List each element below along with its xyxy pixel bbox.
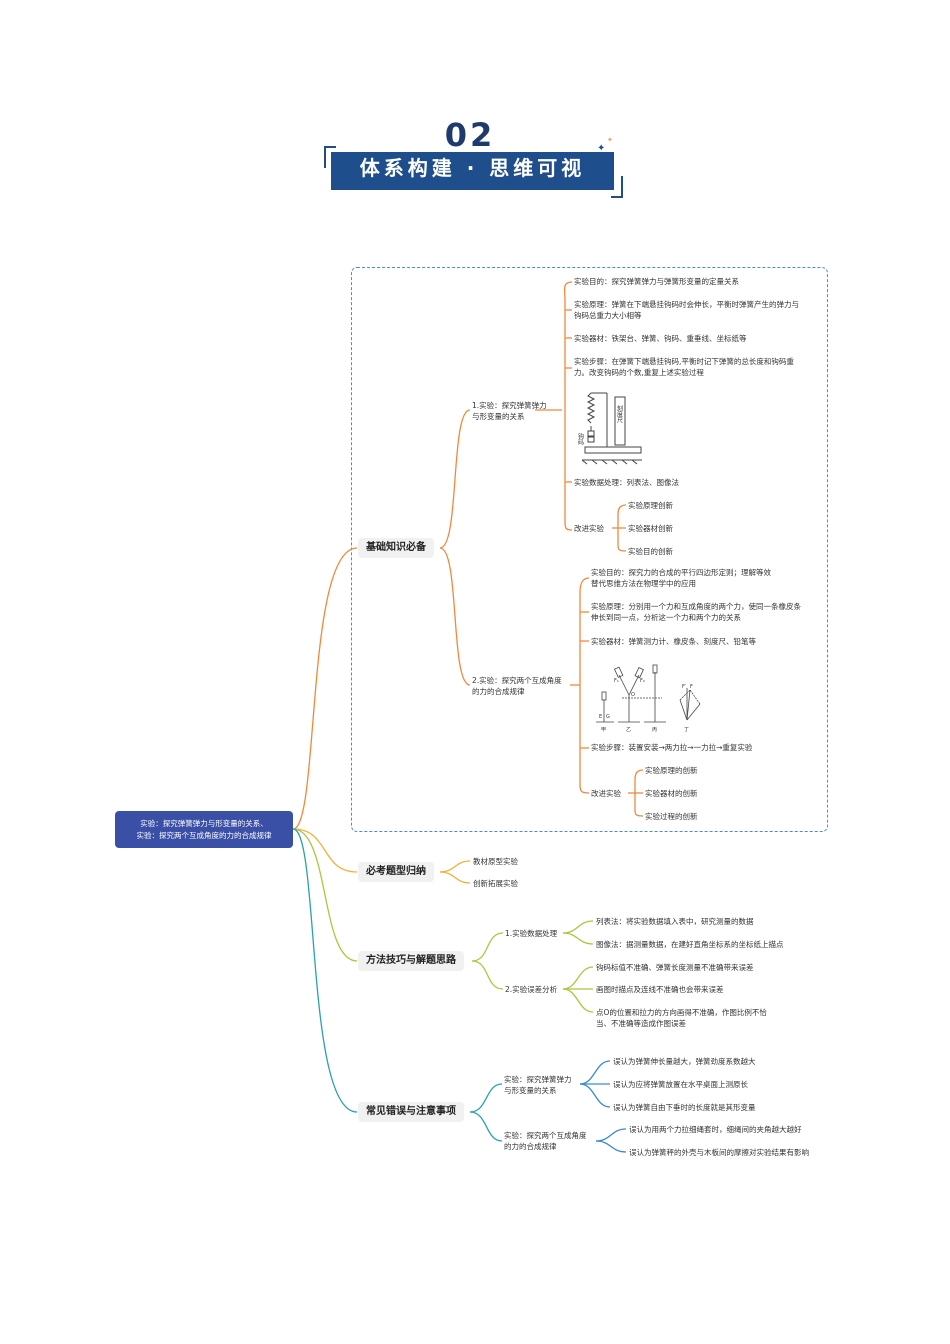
exp1-steps-line-1: 实验步骤：在弹簧下端悬挂钩码,平衡时记下弹簧的总长度和钩码重 xyxy=(574,357,794,366)
figure-point-label: F₂ xyxy=(640,678,645,684)
exp1-label: 1.实验：探究弹簧弹力 与形变量的关系 xyxy=(472,400,547,422)
exp1-label-line-1: 1.实验：探究弹簧弹力 xyxy=(472,401,547,410)
root-line-2: 实验：探究两个互成角度的力的合成规律 xyxy=(136,830,272,840)
figure-label-b: 乙 xyxy=(626,726,631,733)
method-error-item-3-line-1: 点O的位置和拉力的方向画得不准确，作图比例不恰 xyxy=(596,1008,767,1017)
exp2-principle-line-1: 实验原理：分别用一个力和互成角度的两个力，使同一条橡皮条 xyxy=(591,602,801,611)
mistake-exp1-item: 误认为应将弹簧放置在水平桌面上测原长 xyxy=(613,1080,748,1089)
method-data-item: 图像法：据测量数据，在建好直角坐标系的坐标纸上描点 xyxy=(596,940,784,949)
exp2-principle: 实验原理：分别用一个力和互成角度的两个力，使同一条橡皮条 伸长到同一点，分析这一… xyxy=(591,601,801,623)
topic-basics: 基础知识必备 xyxy=(358,538,434,558)
exp1-improve-item: 实验原理创新 xyxy=(628,501,673,510)
banner-bracket-left xyxy=(324,146,336,168)
sparkle-icon: ✦ xyxy=(597,143,606,154)
exp2-improve-item: 实验器材的创新 xyxy=(645,789,698,798)
mistake-exp1-label: 实验：探究弹簧弹力 与形变量的关系 xyxy=(504,1074,572,1096)
method-error-item: 画图时描点及连线不准确也会带来误差 xyxy=(596,985,724,994)
exp1-purpose: 实验目的：探究弹簧弹力与弹簧形变量的定量关系 xyxy=(574,277,739,286)
spring-apparatus-figure: 刻度尺 钩码 xyxy=(577,392,642,465)
root-topic: 实验：探究弹簧弹力与形变量的关系、 实验：探究两个互成角度的力的合成规律 xyxy=(115,811,293,848)
figure-label-c: 丙 xyxy=(652,727,657,733)
method-error-item: 钩码标值不准确、弹簧长度测量不准确带来误差 xyxy=(596,963,754,972)
mistake-exp2-label-line-1: 实验：探究两个互成角度 xyxy=(504,1131,587,1140)
method-error-label: 2.实验误差分析 xyxy=(505,985,558,994)
exp2-improve-item: 实验过程的创新 xyxy=(645,812,698,821)
exp2-improve: 改进实验 xyxy=(591,789,621,798)
method-error-item-3-line-2: 当、不准确等造成作图误差 xyxy=(596,1019,686,1028)
mistake-exp2-item: 误认为弹簧秤的外壳与木板间的摩擦对实验结果有影响 xyxy=(629,1148,809,1157)
mistake-exp2-label: 实验：探究两个互成角度 的力的合成规律 xyxy=(504,1130,587,1152)
exp1-principle-line-1: 实验原理：弹簧在下端悬挂钩码时会伸长，平衡时弹簧产生的弹力与 xyxy=(574,300,799,309)
figure-point-label: G xyxy=(606,714,610,720)
exp2-equipment: 实验器材：弹簧测力计、橡皮条、刻度尺、铅笔等 xyxy=(591,637,756,646)
figure-point-label: O xyxy=(631,692,635,698)
type-item: 教材原型实验 xyxy=(473,857,518,866)
exp1-steps-line-2: 力。改变钩码的个数,重复上述实验过程 xyxy=(574,368,704,377)
type-item: 创新拓展实验 xyxy=(473,879,518,888)
mistake-exp1-item: 误认为弹簧伸长量越大，弹簧劲度系数越大 xyxy=(613,1057,756,1066)
method-data-item: 列表法：将实验数据填入表中，研究测量的数据 xyxy=(596,917,754,926)
figure-label-a: 甲 xyxy=(601,727,606,733)
exp2-purpose-line-2: 替代思维方法在物理学中的应用 xyxy=(591,579,696,588)
banner-bracket-right xyxy=(611,176,623,198)
method-error-item: 点O的位置和拉力的方向画得不准确，作图比例不恰 当、不准确等造成作图误差 xyxy=(596,1007,767,1029)
figure-point-label: E xyxy=(599,714,602,720)
exp1-principle-line-2: 钩码总重力大小相等 xyxy=(574,311,642,320)
exp1-principle: 实验原理：弹簧在下端悬挂钩码时会伸长，平衡时弹簧产生的弹力与 钩码总重力大小相等 xyxy=(574,299,799,321)
exp2-purpose: 实验目的：探究力的合成的平行四边形定则；理解等效 替代思维方法在物理学中的应用 xyxy=(591,567,771,589)
exp2-label-line-2: 的力的合成规律 xyxy=(472,687,525,696)
exp1-improve-item: 实验目的创新 xyxy=(628,547,673,556)
topic-common-mistakes: 常见错误与注意事项 xyxy=(358,1102,464,1122)
exp1-improve-item: 实验器材创新 xyxy=(628,524,673,533)
figure-ruler-label: 刻度尺 xyxy=(616,404,623,424)
mistake-exp2-label-line-2: 的力的合成规律 xyxy=(504,1142,557,1151)
exp2-principle-line-2: 伸长到同一点，分析这一个力和两个力的关系 xyxy=(591,613,741,622)
exp2-label: 2.实验：探究两个互成角度 的力的合成规律 xyxy=(472,675,562,697)
exp1-label-line-2: 与形变量的关系 xyxy=(472,412,525,421)
exp2-purpose-line-1: 实验目的：探究力的合成的平行四边形定则；理解等效 xyxy=(591,568,771,577)
root-line-1: 实验：探究弹簧弹力与形变量的关系、 xyxy=(140,818,268,828)
figure-point-label: F₁ xyxy=(614,678,619,684)
exp2-steps: 实验步骤：装置安装→两力拉→一力拉→重复实验 xyxy=(591,743,753,752)
mistake-exp1-label-line-2: 与形变量的关系 xyxy=(504,1086,557,1095)
sparkle-small-icon: ✦ xyxy=(607,136,613,144)
mistake-exp1-label-line-1: 实验：探究弹簧弹力 xyxy=(504,1075,572,1084)
figure-label-d: 丁 xyxy=(684,727,689,733)
exp1-data-processing: 实验数据处理：列表法、图像法 xyxy=(574,478,679,487)
mistake-exp1-item: 误认为弹簧自由下垂时的长度就是其形变量 xyxy=(613,1103,756,1112)
section-number: 02 xyxy=(444,116,496,154)
mistake-exp2-item: 误认为用两个力拉细绳套时，细绳间的夹角越大越好 xyxy=(629,1125,802,1134)
topic-methods: 方法技巧与解题思路 xyxy=(358,951,464,971)
exp2-label-line-1: 2.实验：探究两个互成角度 xyxy=(472,676,562,685)
force-composition-figure: 甲 乙 丙 丁 E G O F₁ F₂ F F′ xyxy=(596,664,701,733)
method-data-label: 1.实验数据处理 xyxy=(505,929,558,938)
figure-weight-label: 钩码 xyxy=(577,432,584,446)
exp2-improve-item: 实验原理的创新 xyxy=(645,766,698,775)
topic-question-types: 必考题型归纳 xyxy=(358,862,434,882)
figure-point-label: F′ xyxy=(682,684,687,690)
section-title-banner: 体系构建 · 思维可视 xyxy=(331,152,614,190)
exp1-improve: 改进实验 xyxy=(574,524,604,533)
figure-point-label: F xyxy=(690,684,693,690)
exp1-steps: 实验步骤：在弹簧下端悬挂钩码,平衡时记下弹簧的总长度和钩码重 力。改变钩码的个数… xyxy=(574,356,794,378)
exp1-equipment: 实验器材：铁架台、弹簧、钩码、重垂线、坐标纸等 xyxy=(574,334,747,343)
